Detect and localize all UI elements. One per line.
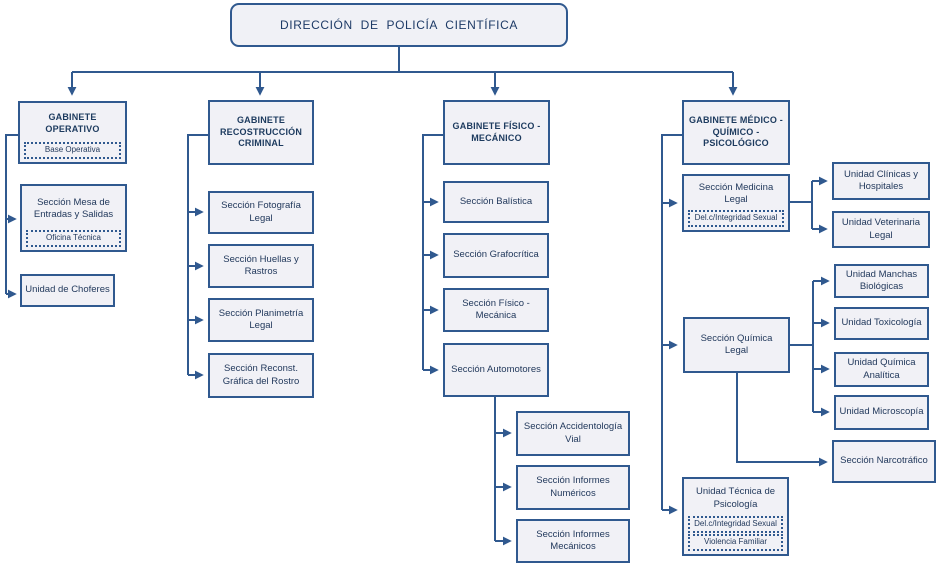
subnode-oficina-tecnica: Oficina Técnica <box>26 230 121 247</box>
node-seccion-informes-numericos: Sección Informes Numéricos <box>516 465 630 510</box>
node-seccion-huellas-rastros: Sección Huellas y Rastros <box>208 244 314 288</box>
informes-numericos-label: Sección Informes Numéricos <box>536 475 610 499</box>
planimetria-label: Sección Planimetría Legal <box>218 307 304 331</box>
node-unidad-choferes: Unidad de Choferes <box>20 274 115 307</box>
node-seccion-fotografia-legal: Sección Fotografía Legal <box>208 191 314 234</box>
node-unidad-veterinaria-legal: Unidad Veterinaria Legal <box>832 211 930 248</box>
node-gabinete-operativo: GABINETE OPERATIVO Base Operativa <box>18 101 127 164</box>
node-seccion-informes-mecanicos: Sección Informes Mecánicos <box>516 519 630 563</box>
root-title: DIRECCIÓN DE POLICÍA CIENTÍFICA <box>280 18 518 32</box>
node-seccion-automotores: Sección Automotores <box>443 343 549 397</box>
node-gabinete-recostruccion-criminal: GABINETE RECOSTRUCCIÓN CRIMINAL <box>208 100 314 165</box>
grafocritica-label: Sección Grafocrítica <box>453 249 539 261</box>
subnode-del-integridad-sexual-psicologia: Del.c/Integridad Sexual <box>688 516 783 534</box>
node-unidad-quimica-analitica: Unidad Química Analítica <box>834 352 929 387</box>
automotores-label: Sección Automotores <box>451 363 541 375</box>
node-unidad-clinicas-hospitales: Unidad Clínicas y Hospitales <box>832 162 930 200</box>
node-seccion-fisico-mecanica: Sección Físico - Mecánica <box>443 288 549 332</box>
node-gabinete-medico-quimico-psicologico: GABINETE MÉDICO - QUÍMICO - PSICOLÓGICO <box>682 100 790 165</box>
balistica-label: Sección Balística <box>459 195 533 207</box>
node-unidad-toxicologia: Unidad Toxicología <box>834 307 929 340</box>
node-seccion-balistica: Sección Balística <box>443 181 549 223</box>
node-seccion-medicina-legal: Sección Medicina Legal Del.c/Integridad … <box>682 174 790 232</box>
clinicas-label: Unidad Clínicas y Hospitales <box>844 168 918 192</box>
subnode-violencia-familiar: Violencia Familiar <box>688 534 783 551</box>
accidentologia-label: Sección Accidentología Vial <box>523 421 623 445</box>
fisico-mecanica-label: Sección Físico - Mecánica <box>462 297 530 321</box>
node-unidad-manchas-biologicas: Unidad Manchas Biológicas <box>834 264 929 298</box>
gabinete-recostruccion-label: GABINETE RECOSTRUCCIÓN CRIMINAL <box>219 114 303 149</box>
psicologia-label: Unidad Técnica de Psicología <box>695 486 776 510</box>
node-seccion-grafocritica: Sección Grafocrítica <box>443 233 549 278</box>
informes-mecanicos-label: Sección Informes Mecánicos <box>536 528 610 552</box>
subnode-del-integridad-sexual-medicina: Del.c/Integridad Sexual <box>688 210 784 227</box>
gabinete-fisico-label: GABINETE FÍSICO - MECÁNICO <box>452 120 541 143</box>
choferes-label: Unidad de Choferes <box>25 284 110 296</box>
mesa-label: Sección Mesa de Entradas y Salidas <box>33 196 114 221</box>
manchas-label: Unidad Manchas Biológicas <box>845 268 918 292</box>
node-seccion-accidentologia-vial: Sección Accidentología Vial <box>516 411 630 456</box>
medicina-label: Sección Medicina Legal <box>698 181 774 206</box>
node-gabinete-fisico-mecanico: GABINETE FÍSICO - MECÁNICO <box>443 100 550 165</box>
node-seccion-mesa-entradas-salidas: Sección Mesa de Entradas y Salidas Ofici… <box>20 184 127 252</box>
huellas-label: Sección Huellas y Rastros <box>223 253 299 277</box>
node-unidad-microscopia: Unidad Microscopía <box>834 395 929 430</box>
gabinete-operativo-label: GABINETE OPERATIVO <box>45 111 100 134</box>
quimica-analitica-label: Unidad Química Analítica <box>847 357 916 381</box>
reconst-label: Sección Reconst. Gráfica del Rostro <box>222 363 300 387</box>
subnode-base-operativa: Base Operativa <box>24 142 121 159</box>
node-seccion-narcotrafico: Sección Narcotráfico <box>832 440 936 483</box>
node-unidad-tecnica-psicologia: Unidad Técnica de Psicología Del.c/Integ… <box>682 477 789 556</box>
narcotrafico-label: Sección Narcotráfico <box>840 455 928 467</box>
node-seccion-reconst-grafica-rostro: Sección Reconst. Gráfica del Rostro <box>208 353 314 398</box>
node-seccion-planimetria-legal: Sección Planimetría Legal <box>208 298 314 342</box>
quimica-label: Sección Química Legal <box>700 332 773 356</box>
gabinete-medico-label: GABINETE MÉDICO - QUÍMICO - PSICOLÓGICO <box>689 114 783 149</box>
node-seccion-quimica-legal: Sección Química Legal <box>683 317 790 373</box>
node-direccion-policia-cientifica: DIRECCIÓN DE POLICÍA CIENTÍFICA <box>230 3 568 47</box>
microscopia-label: Unidad Microscopía <box>839 406 924 418</box>
veterinaria-label: Unidad Veterinaria Legal <box>841 217 921 241</box>
toxicologia-label: Unidad Toxicología <box>841 317 922 329</box>
fotografia-label: Sección Fotografía Legal <box>221 200 301 224</box>
